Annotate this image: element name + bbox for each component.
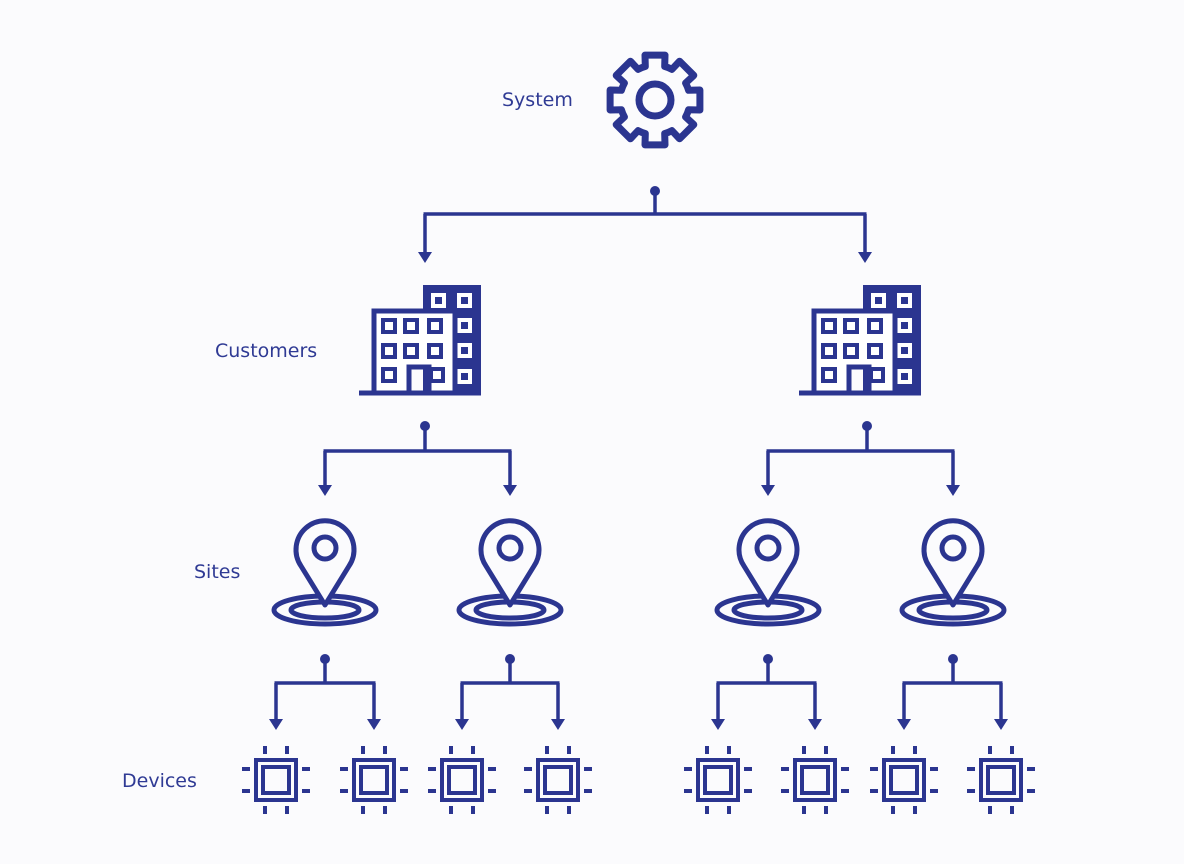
chip-icon [870,746,938,814]
chip-icon [242,746,310,814]
pin-body [736,518,800,608]
chip-icon [967,746,1035,814]
chip-inner [800,765,830,795]
arrow-head [551,719,565,730]
level-label-devices: Devices [122,770,197,792]
arrow-head [269,719,283,730]
arrow-head [808,719,822,730]
front-window [821,318,837,334]
connector-site-3-devices [711,654,822,730]
front-window [427,318,443,334]
arrow-head [418,252,432,263]
chip-icon [428,746,496,814]
tower-window-pane [875,297,882,304]
front-window [821,343,837,359]
arrow-head [761,485,775,496]
pin-dot [311,534,339,562]
chip-icon [524,746,592,814]
pin-dot [496,534,524,562]
connector-system-customers [418,186,872,263]
front-window [427,343,443,359]
chip-inner [986,765,1016,795]
tower-window-pane [901,322,908,329]
tower-window-pane [461,297,468,304]
location-pin-icon [714,518,822,627]
chip-icon [684,746,752,814]
connector-customer-1-sites [318,421,517,496]
connector-customer-2-sites [761,421,960,496]
tower-window-pane [901,297,908,304]
arrow-head [455,719,469,730]
arrow-head [994,719,1008,730]
arrow-head [946,485,960,496]
chip-outer [536,758,580,802]
arrow-head [858,252,872,263]
tower-window-pane [461,373,468,380]
front-window [869,367,885,383]
chip-inner [703,765,733,795]
arrow-head [711,719,725,730]
front-window [867,343,883,359]
chip-outer [440,758,484,802]
location-pin-icon [456,518,564,627]
arrow-head [897,719,911,730]
arrow-head [367,719,381,730]
level-label-system: System [502,89,573,111]
front-window [403,343,419,359]
front-window [381,367,397,383]
building-icon [359,285,481,396]
front-window [867,318,883,334]
front-window [429,367,445,383]
chip-outer [882,758,926,802]
front-window [403,318,419,334]
front-window [843,343,859,359]
chip-inner [359,765,389,795]
gear-outline [606,51,704,149]
chip-outer [254,758,298,802]
chip-outer [979,758,1023,802]
connector-site-4-devices [897,654,1008,730]
connector-site-1-devices [269,654,381,730]
pin-dot [939,534,967,562]
pin-body [293,518,357,608]
chip-icon [781,746,849,814]
chip-inner [543,765,573,795]
chip-inner [447,765,477,795]
chip-outer [352,758,396,802]
pin-body [478,518,542,608]
chip-outer [793,758,837,802]
tower-window-pane [435,297,442,304]
front-window [843,318,859,334]
gear-icon [606,51,704,149]
front-window [381,318,397,334]
location-pin-icon [899,518,1007,627]
chip-icon [340,746,408,814]
front-window [821,367,837,383]
connector-site-2-devices [455,654,565,730]
chip-inner [261,765,291,795]
front-window [381,343,397,359]
chip-inner [889,765,919,795]
arrow-head [503,485,517,496]
chip-outer [696,758,740,802]
tower-window-pane [461,322,468,329]
tower-window-pane [901,347,908,354]
tower-window-pane [461,347,468,354]
level-label-sites: Sites [194,561,241,583]
level-label-customers: Customers [215,340,318,362]
pin-dot [754,534,782,562]
building-icon [799,285,921,396]
gear-hub [635,80,675,120]
arrow-head [318,485,332,496]
tower-window-pane [901,373,908,380]
pin-body [921,518,985,608]
location-pin-icon [271,518,379,627]
